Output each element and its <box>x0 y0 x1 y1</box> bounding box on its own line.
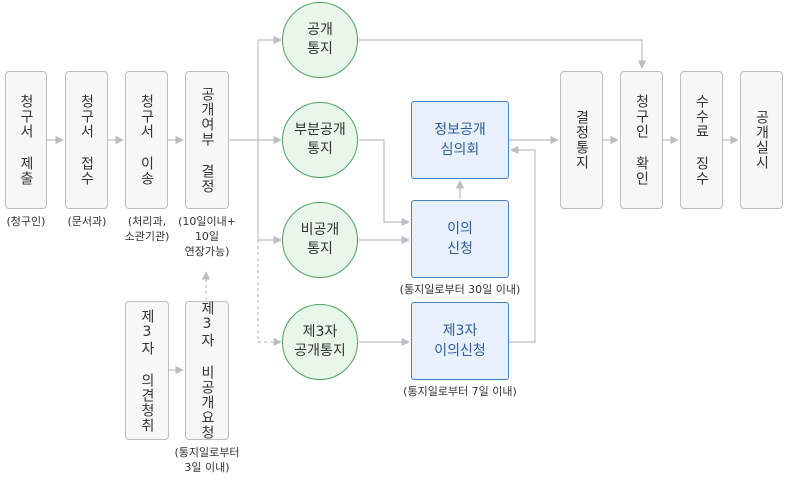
note-decision-line-2: 10일 <box>194 230 220 243</box>
outcome-disclosure[interactable]: 공개 통지 <box>282 2 358 78</box>
review-committee[interactable]: 정보공개 심의회 <box>411 101 509 179</box>
step-disclosure-decision[interactable]: 공개여부 결정 <box>185 71 229 209</box>
outcome-partial-line-1: 부분공개 <box>294 122 346 138</box>
step-disclosure-execute[interactable]: 공개실시 <box>740 71 783 209</box>
arrow-tp-objection-to-committee <box>509 145 536 343</box>
note-requester: (청구인) <box>4 214 48 229</box>
step-fee-collection[interactable]: 수수료 징수 <box>680 71 723 209</box>
note-decision-line-3: 연장가능) <box>184 245 230 258</box>
step-request-receive[interactable]: 청구서 접수 <box>65 71 108 209</box>
note-tp-objection-period-text: (통지일로부터 7일 이내) <box>403 385 517 398</box>
outcome-nondisclosure-line-2: 통지 <box>307 241 333 257</box>
outcome-partial[interactable]: 부분공개 통지 <box>282 102 358 178</box>
review-third-party-objection[interactable]: 제3자 이의신청 <box>411 302 509 380</box>
review-objection-line-2: 신청 <box>447 241 473 257</box>
outcome-disclosure-line-1: 공개 <box>307 22 333 38</box>
review-committee-line-1: 정보공개 <box>434 122 486 138</box>
step-decision-notice-label: 결정통지 <box>573 110 590 170</box>
step-third-party-opinion-label: 제3자 의견청취 <box>139 308 155 433</box>
outcome-disclosure-line-2: 통지 <box>307 41 333 57</box>
step-disclosure-decision-label: 공개여부 결정 <box>199 86 215 194</box>
note-decision-period: (10일이내+ 10일 연장가능) <box>174 214 240 259</box>
note-processing-line-1: (처리과, <box>127 215 167 228</box>
outcome-third-party[interactable]: 제3자 공개통지 <box>282 304 358 380</box>
step-decision-notice[interactable]: 결정통지 <box>560 71 603 209</box>
review-objection-line-1: 이의 <box>447 221 473 237</box>
review-tp-objection-line-2: 이의신청 <box>434 343 486 359</box>
outcome-nondisclosure[interactable]: 비공개 통지 <box>282 202 358 278</box>
step-request-process-label: 청구서 이송 <box>138 94 155 186</box>
outcome-partial-line-2: 통지 <box>307 141 333 157</box>
outcome-third-party-line-1: 제3자 <box>302 324 338 340</box>
step-request-submit[interactable]: 청구서 제출 <box>5 71 47 209</box>
step-fee-collection-label: 수수료 징수 <box>693 94 710 186</box>
review-objection[interactable]: 이의 신청 <box>411 200 509 278</box>
review-committee-line-2: 심의회 <box>440 142 480 158</box>
note-decision-line-1: (10일이내+ <box>178 215 236 228</box>
note-objection-period: (통지일로부터 30일 이내) <box>380 282 540 297</box>
step-request-process[interactable]: 청구서 이송 <box>125 71 168 209</box>
note-objection-period-text: (통지일로부터 30일 이내) <box>399 283 521 296</box>
outcome-third-party-line-2: 공개통지 <box>294 343 346 359</box>
note-third-party-line-1: (통지일로부터 <box>174 446 240 459</box>
note-third-party-objection-period: (통지일로부터 7일 이내) <box>382 384 538 399</box>
step-third-party-nondisclosure-label: 제3자 비공개요청 <box>199 301 215 440</box>
note-processing-section: (처리과, 소관기관) <box>113 214 181 244</box>
note-requester-text: (청구인) <box>6 215 46 228</box>
review-tp-objection-line-1: 제3자 <box>442 323 478 339</box>
arrow-disclosure-to-check <box>359 39 647 69</box>
step-third-party-opinion[interactable]: 제3자 의견청취 <box>125 301 169 440</box>
note-processing-line-2: 소관기관) <box>124 230 170 243</box>
step-third-party-nondisclosure[interactable]: 제3자 비공개요청 <box>185 301 229 440</box>
note-document-section: (문서과) <box>62 214 112 229</box>
note-third-party-period: (통지일로부터 3일 이내) <box>166 445 248 475</box>
step-request-submit-label: 청구서 제출 <box>18 94 34 186</box>
arrow-partial-to-objection <box>359 139 410 227</box>
note-third-party-line-2: 3일 이내) <box>184 461 230 474</box>
step-request-receive-label: 청구서 접수 <box>78 94 95 186</box>
step-requester-check-label: 청구인 확인 <box>633 94 650 186</box>
note-document-section-text: (문서과) <box>67 215 107 228</box>
step-requester-check[interactable]: 청구인 확인 <box>620 71 663 209</box>
step-disclosure-execute-label: 공개실시 <box>753 110 770 170</box>
outcome-nondisclosure-line-1: 비공개 <box>300 222 340 238</box>
